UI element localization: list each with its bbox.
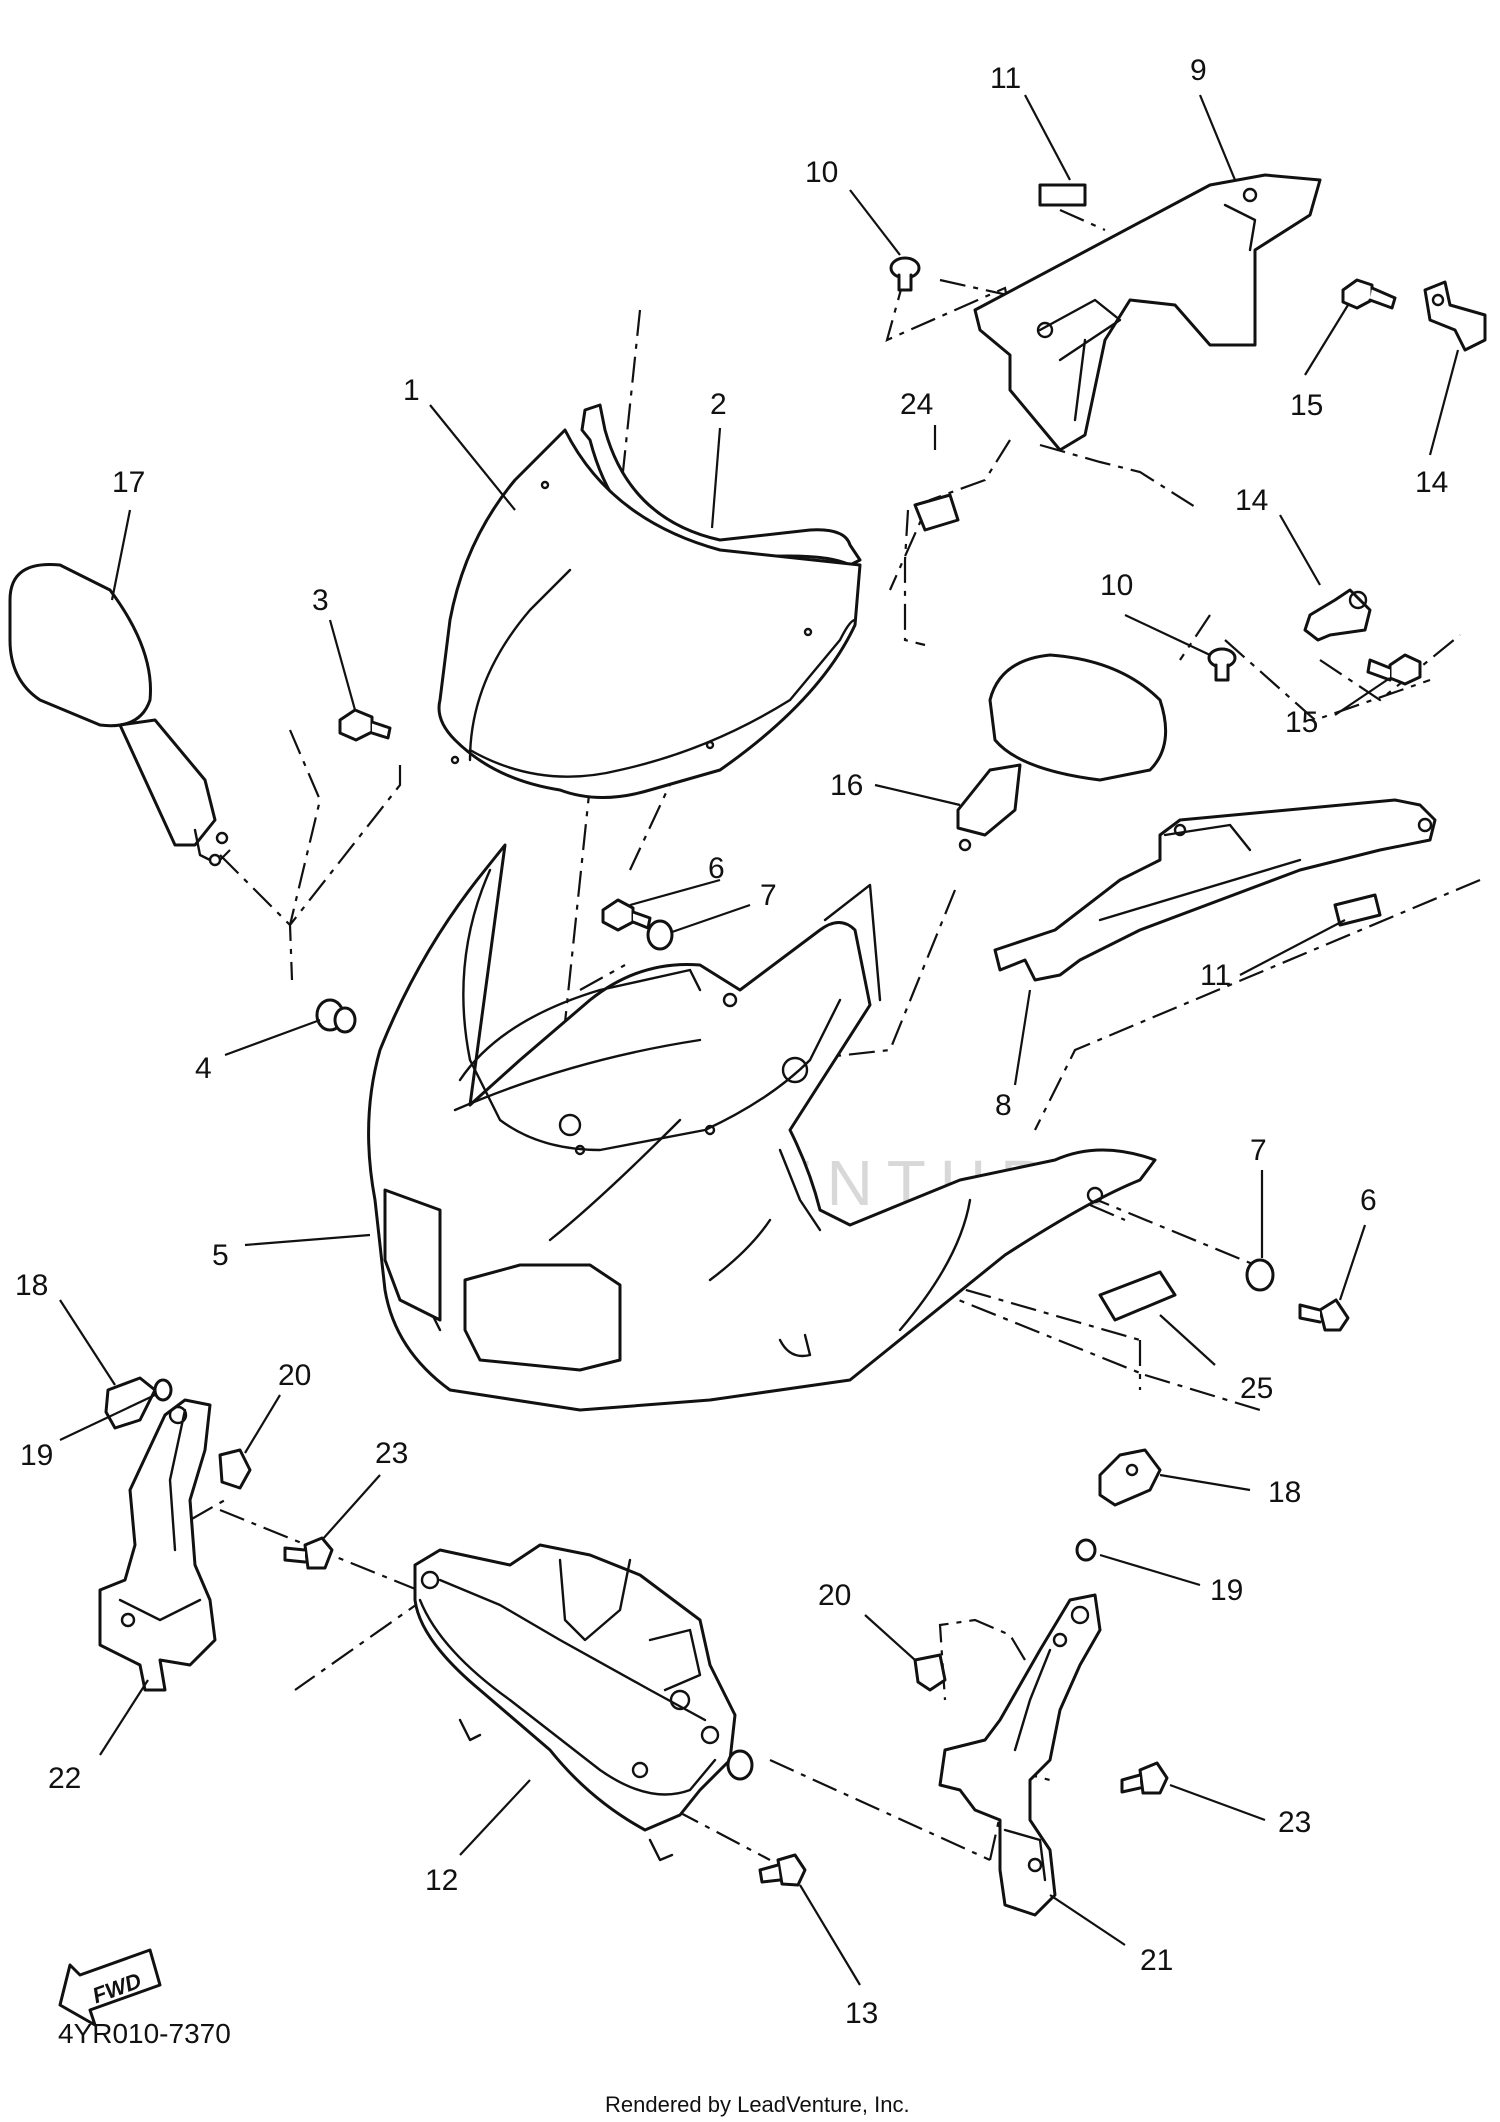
callout-6-left: 6 (708, 852, 725, 885)
bolt-15-upper (1341, 278, 1397, 310)
fastener-20-left (218, 1448, 252, 1490)
windshield-1 (437, 428, 862, 799)
callout-13: 13 (845, 1997, 878, 2030)
cowling-5 (367, 843, 1157, 1412)
bracket-14-lower (1303, 588, 1372, 642)
callout-24: 24 (900, 388, 933, 421)
bracket-22-left (98, 1398, 217, 1692)
callout-18-left: 18 (15, 1269, 48, 1302)
callout-2: 2 (710, 388, 727, 421)
sticker-25 (1098, 1270, 1177, 1322)
callout-15-upper: 15 (1290, 389, 1323, 422)
screw-6-right (1298, 1298, 1350, 1332)
headlight-bracket-12 (413, 1543, 754, 1862)
callout-23-left: 23 (375, 1437, 408, 1470)
screw-10-lower (1207, 647, 1237, 682)
callout-20-right: 20 (818, 1579, 851, 1612)
fastener-19-right (1075, 1538, 1097, 1562)
callout-16: 16 (830, 769, 863, 802)
screw-23-left (283, 1536, 334, 1570)
callout-18-right: 18 (1268, 1476, 1301, 1509)
lower-stay-8 (993, 798, 1437, 982)
callout-19-right: 19 (1210, 1574, 1243, 1607)
nut-4 (315, 998, 357, 1034)
mirror-17-left (8, 562, 229, 867)
callout-10-upper: 10 (805, 156, 838, 189)
screw-23-right (1120, 1761, 1169, 1795)
screw-6-left (601, 898, 652, 932)
sticker-11-upper (1038, 183, 1087, 207)
nut-7-right (1245, 1258, 1275, 1292)
callout-9: 9 (1190, 54, 1207, 87)
bolt-15-lower (1366, 653, 1422, 686)
screw-10-upper (889, 256, 921, 292)
callout-20-left: 20 (278, 1359, 311, 1392)
upper-stay-9 (973, 173, 1322, 452)
rendered-by-credit: Rendered by LeadVenture, Inc. (605, 2092, 910, 2117)
callout-15-lower: 15 (1285, 706, 1318, 739)
callout-25: 25 (1240, 1372, 1273, 1405)
callout-22: 22 (48, 1762, 81, 1795)
grommet-18-left (104, 1376, 157, 1430)
nut-7-left (646, 919, 674, 951)
sticker-24 (913, 493, 960, 532)
fastener-19-left (153, 1378, 173, 1402)
callout-6-right: 6 (1360, 1184, 1377, 1217)
callout-4: 4 (195, 1052, 212, 1085)
callout-23-right: 23 (1278, 1806, 1311, 1839)
callout-labels: 11 9 10 15 14 1 2 24 17 3 14 10 15 16 6 … (15, 54, 1448, 2030)
callout-5: 5 (212, 1239, 229, 1272)
bracket-14-upper (1423, 280, 1487, 352)
fwd-arrow-icon: FWD (58, 1948, 162, 2027)
callout-3: 3 (312, 584, 329, 617)
bracket-21-right (938, 1593, 1102, 1917)
callout-11-lower: 11 (1200, 959, 1231, 992)
callout-14-lower: 14 (1235, 484, 1268, 517)
screw-3 (338, 708, 392, 742)
sticker-11-lower (1333, 893, 1382, 927)
callout-7-left: 7 (760, 879, 777, 912)
callout-21: 21 (1140, 1944, 1173, 1977)
callout-19-left: 19 (20, 1439, 53, 1472)
callout-1: 1 (403, 374, 420, 407)
callout-12: 12 (425, 1864, 458, 1897)
diagram-code: 4YR010-7370 (58, 2018, 231, 2049)
callout-8: 8 (995, 1089, 1012, 1122)
callout-11-upper: 11 (990, 62, 1021, 95)
fastener-20-right (913, 1653, 947, 1692)
callout-17: 17 (112, 466, 145, 499)
bolt-13 (758, 1853, 807, 1887)
callout-10-lower: 10 (1100, 569, 1133, 602)
callout-14-upper: 14 (1415, 466, 1448, 499)
leader-lines (59, 94, 1460, 1986)
callout-7-right: 7 (1250, 1134, 1267, 1167)
grommet-18-right (1098, 1448, 1162, 1507)
mirror-16-right (956, 653, 1168, 852)
